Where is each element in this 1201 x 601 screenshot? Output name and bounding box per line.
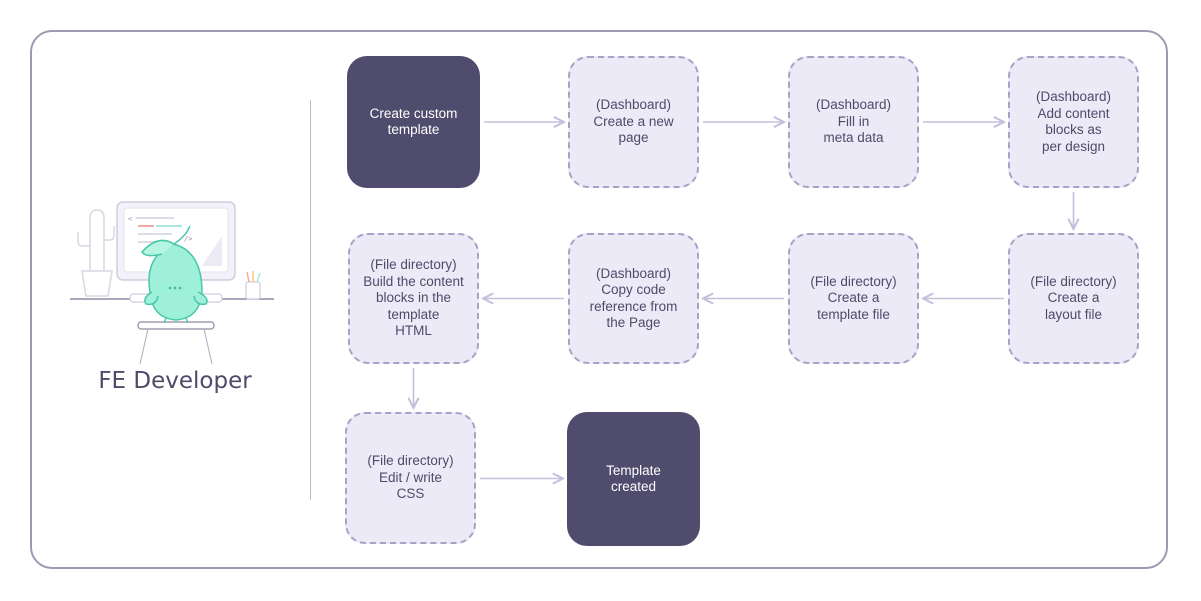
- diagram-frame: [30, 30, 1168, 569]
- svg-text:/>: />: [184, 235, 192, 243]
- developer-illustration: < />: [70, 201, 274, 365]
- step-label: (File directory) Create a template file: [810, 273, 897, 322]
- step-label: (Dashboard) Copy code reference from the…: [589, 265, 678, 331]
- step-copy-code-reference: (Dashboard) Copy code reference from the…: [568, 233, 699, 364]
- pencil-cup-icon: [245, 271, 261, 300]
- svg-text:<: <: [128, 215, 132, 223]
- step-label: Create custom template: [369, 105, 458, 138]
- step-create-template-file: (File directory) Create a template file: [788, 233, 919, 364]
- step-label: (Dashboard) Fill in meta data: [815, 97, 892, 146]
- step-add-content-blocks: (Dashboard) Add content blocks as per de…: [1008, 56, 1139, 188]
- step-create-custom-template: Create custom template: [347, 56, 480, 188]
- step-label: (File directory) Build the content block…: [363, 257, 464, 339]
- step-build-content-blocks: (File directory) Build the content block…: [348, 233, 479, 364]
- character-icon: [141, 225, 208, 324]
- step-create-new-page: (Dashboard) Create a new page: [568, 56, 699, 188]
- section-divider: [310, 100, 311, 500]
- step-template-created: Template created: [567, 412, 700, 546]
- step-label: Template created: [606, 462, 661, 495]
- step-label: (File directory) Create a layout file: [1030, 273, 1117, 322]
- step-fill-meta-data: (Dashboard) Fill in meta data: [788, 56, 919, 188]
- step-label: (Dashboard) Create a new page: [593, 97, 674, 146]
- cactus-icon: [77, 209, 115, 297]
- step-create-layout-file: (File directory) Create a layout file: [1008, 233, 1139, 364]
- step-label: (Dashboard) Add content blocks as per de…: [1035, 89, 1112, 154]
- step-edit-write-css: (File directory) Edit / write CSS: [345, 412, 476, 544]
- step-label: (File directory) Edit / write CSS: [367, 453, 454, 502]
- persona-title: FE Developer: [98, 368, 252, 394]
